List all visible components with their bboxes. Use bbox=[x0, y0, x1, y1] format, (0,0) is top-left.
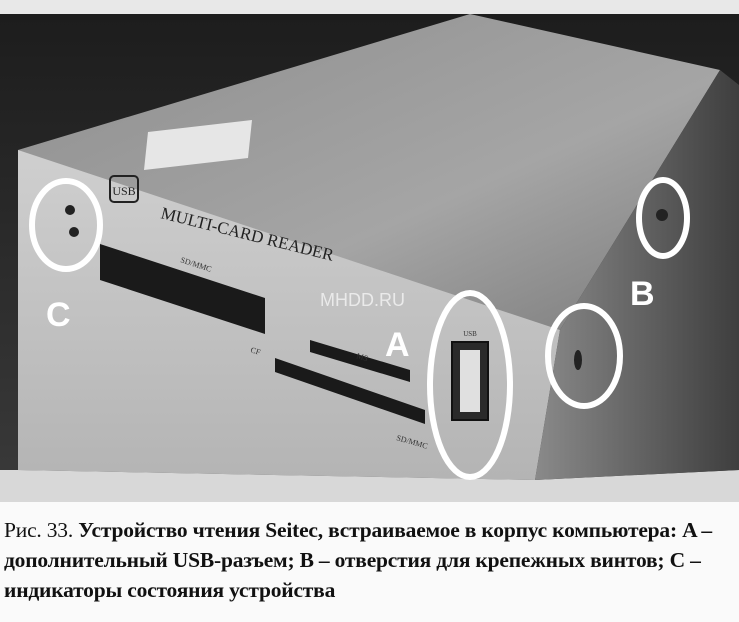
card-reader-illustration: USB MULTI-CARD READER SD/MMC CF MS SD/MM… bbox=[0, 0, 739, 502]
indicator-led-1 bbox=[65, 205, 75, 215]
card-slot-top bbox=[100, 244, 265, 334]
marker-label-b: B bbox=[630, 275, 655, 313]
device-photo: USB MULTI-CARD READER SD/MMC CF MS SD/MM… bbox=[0, 0, 739, 502]
marker-label-a: A bbox=[385, 326, 410, 364]
slot-cf-label: CF bbox=[249, 345, 262, 357]
surface-floor bbox=[0, 470, 739, 502]
screw-hole-lower bbox=[574, 350, 582, 370]
slot-ms-label: MS bbox=[355, 351, 369, 363]
usb-logo-icon bbox=[109, 175, 139, 203]
marker-circle-c bbox=[29, 178, 103, 272]
device-side-panel bbox=[535, 70, 739, 480]
card-slot-ms bbox=[310, 340, 410, 382]
indicator-led-2 bbox=[69, 227, 79, 237]
usb-logo-text: USB bbox=[112, 184, 135, 198]
marker-circle-a bbox=[427, 290, 513, 480]
device-sticker bbox=[144, 120, 252, 170]
marker-circle-b-upper bbox=[636, 177, 690, 259]
usb-port-inner bbox=[460, 350, 480, 412]
card-slot-sdmmc bbox=[275, 358, 425, 424]
port-label: USB bbox=[463, 330, 477, 338]
screw-hole-upper bbox=[656, 209, 668, 221]
marker-label-c: C bbox=[46, 296, 71, 334]
device-front-panel bbox=[18, 150, 560, 480]
caption-lead: Рис. 33. bbox=[4, 518, 79, 542]
device-top-surface bbox=[18, 14, 720, 330]
watermark: MHDD.RU bbox=[320, 290, 405, 310]
marker-circle-b-lower bbox=[545, 303, 623, 409]
caption-body: Устройство чтения Seitec, встраиваемое в… bbox=[4, 518, 712, 602]
figure-caption: Рис. 33. Устройство чтения Seitec, встра… bbox=[4, 515, 735, 605]
top-border bbox=[0, 0, 739, 14]
